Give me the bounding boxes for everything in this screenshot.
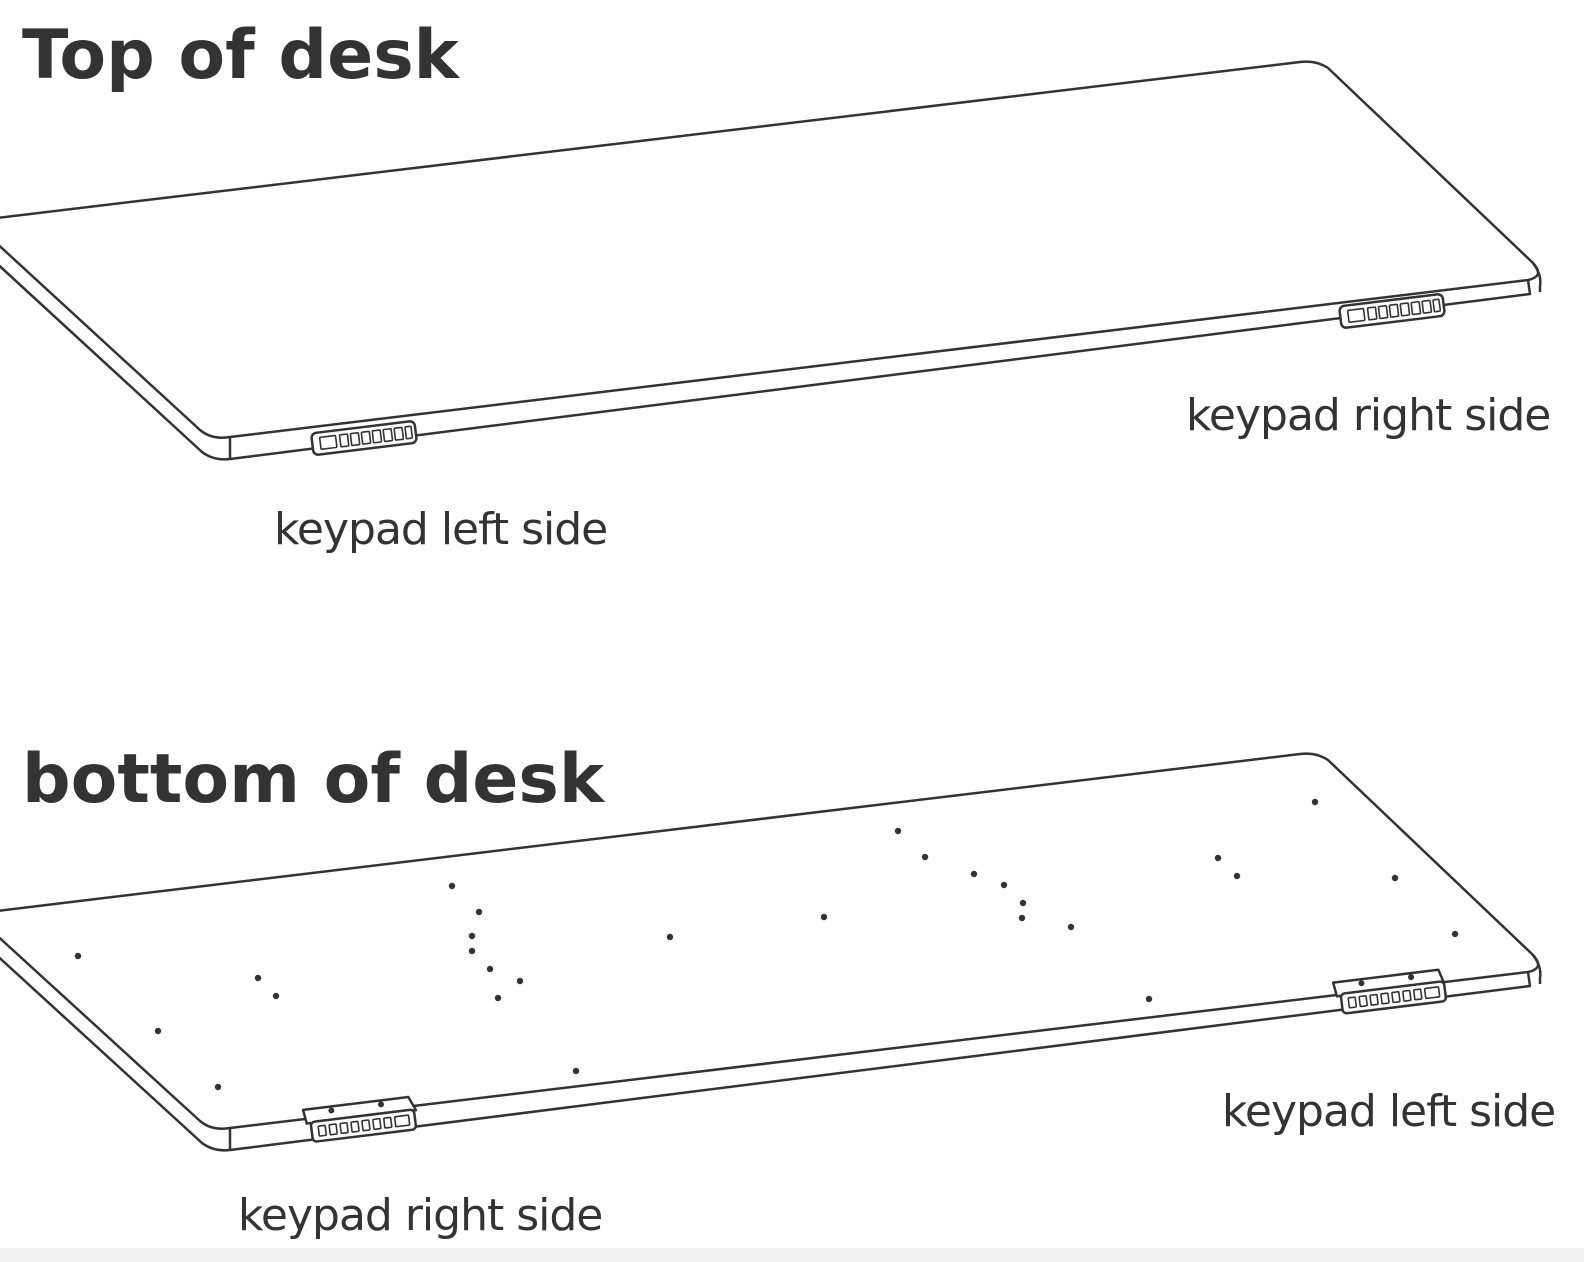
bottom-strip bbox=[0, 1248, 1584, 1262]
top-desk-corner-edge bbox=[228, 261, 1542, 459]
bottom-desk-front-edge bbox=[0, 956, 1532, 1152]
bottom-keypad-at-left bbox=[301, 1095, 418, 1143]
bottom-desk-heading: bottom of desk bbox=[22, 740, 606, 819]
bottom-desk-corner-edge bbox=[228, 953, 1542, 1150]
bottom-desk-illustration bbox=[0, 752, 1542, 1152]
top-desk-front-edge bbox=[0, 264, 1532, 461]
bottom-desk-screw-holes bbox=[74, 798, 1459, 1091]
top-desk-heading: Top of desk bbox=[22, 16, 461, 95]
top-keypad-left bbox=[310, 420, 418, 456]
bottom-desk-surface bbox=[0, 752, 1540, 1130]
bottom-keypad-at-right bbox=[1331, 968, 1448, 1015]
bottom-desk-section: bottom of desk bbox=[0, 740, 1556, 1241]
top-label-keypad-left-side: keypad left side bbox=[274, 504, 607, 555]
top-label-keypad-right-side: keypad right side bbox=[1186, 390, 1550, 441]
bottom-label-keypad-left-side: keypad left side bbox=[1222, 1086, 1555, 1137]
top-desk-section: Top of desk bbox=[0, 16, 1551, 555]
bottom-label-keypad-right-side: keypad right side bbox=[238, 1190, 602, 1241]
top-desk-surface bbox=[0, 60, 1540, 439]
top-keypad-right bbox=[1338, 293, 1446, 329]
top-desk-illustration bbox=[0, 60, 1542, 461]
